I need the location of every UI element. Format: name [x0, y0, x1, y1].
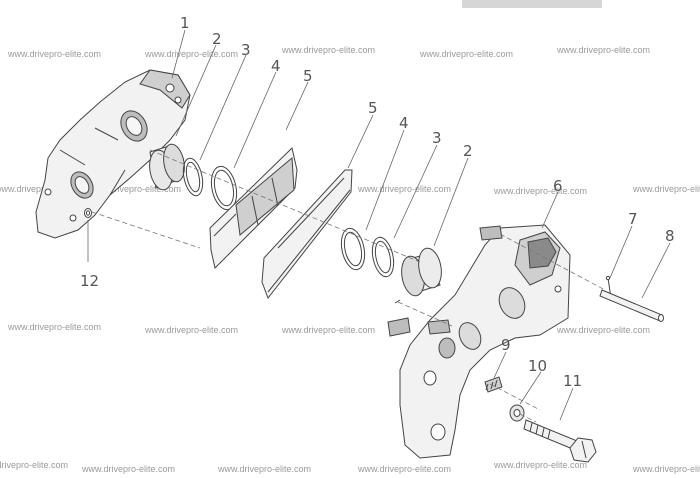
callout-4-left: 4	[271, 57, 281, 75]
watermark: www.drivepro-elite.com	[144, 49, 238, 59]
callout-12: 12	[80, 272, 99, 290]
left-caliper-housing	[35, 69, 191, 239]
left-brake-pad	[209, 147, 298, 269]
callout-5-left: 5	[303, 67, 313, 85]
callout-11: 11	[563, 372, 582, 390]
watermark: www.drivepro-elite.com	[493, 186, 587, 196]
left-piston-seal	[182, 157, 204, 197]
right-dust-boot	[340, 227, 366, 271]
callout-5-right: 5	[368, 99, 378, 117]
watermark: www.drivepro-elite.com	[632, 184, 700, 194]
watermark: www.drivepro-elite.com	[556, 325, 650, 335]
callout-10: 10	[528, 357, 547, 375]
callout-4-right: 4	[399, 114, 409, 132]
guide-pin	[599, 289, 664, 322]
callout-1: 1	[180, 14, 190, 32]
watermark: www.drivepro-elite.com	[357, 464, 451, 474]
watermark: www.drivepro-elite.com	[87, 184, 181, 194]
watermark: www.drivepro-elite.com	[556, 45, 650, 55]
watermark: www.drivepro-elite.com	[281, 45, 375, 55]
watermark: www.drivepro-elite.com	[7, 322, 101, 332]
alignment-lines	[91, 149, 606, 423]
right-caliper-housing	[387, 224, 571, 459]
leader-lines	[87, 29, 671, 421]
callout-2-left: 2	[212, 30, 222, 48]
callout-numbers: 1 2 3 4 5 5 4 3 2 6 7 8 9 10 11 12	[80, 14, 675, 390]
watermark: www.drivepro-elite.com	[81, 464, 175, 474]
callout-8: 8	[665, 227, 675, 245]
small-seal-ring	[84, 208, 92, 218]
left-piston	[149, 143, 185, 191]
watermark: www.drivepro-elite.com	[419, 49, 513, 59]
top-scroll-bar	[462, 0, 602, 8]
watermark: www.drivepro-elite.com	[281, 325, 375, 335]
watermark: www.drivepro-elite.com	[7, 49, 101, 59]
mounting-bolt	[523, 419, 597, 463]
washer	[509, 404, 525, 422]
right-piston	[401, 247, 442, 297]
watermark: www.drivepro-elite.com	[0, 460, 68, 470]
watermark: www.drivepro-elite.com	[632, 464, 700, 474]
callout-6: 6	[553, 177, 563, 195]
callout-3-left: 3	[241, 41, 251, 59]
right-brake-pad	[261, 169, 353, 300]
watermark: www.drivepro-elite.com	[493, 460, 587, 470]
watermark: www.drivepro-elite.com	[144, 325, 238, 335]
callout-9: 9	[501, 336, 511, 354]
callout-2-right: 2	[463, 142, 473, 160]
watermark: www.drivepro-elite.com	[357, 184, 451, 194]
watermark: www.drivepro-elite.com	[217, 464, 311, 474]
callout-3-right: 3	[432, 129, 442, 147]
bleeder-screw	[484, 376, 503, 393]
right-piston-seal	[371, 236, 395, 278]
callout-7: 7	[628, 210, 638, 228]
